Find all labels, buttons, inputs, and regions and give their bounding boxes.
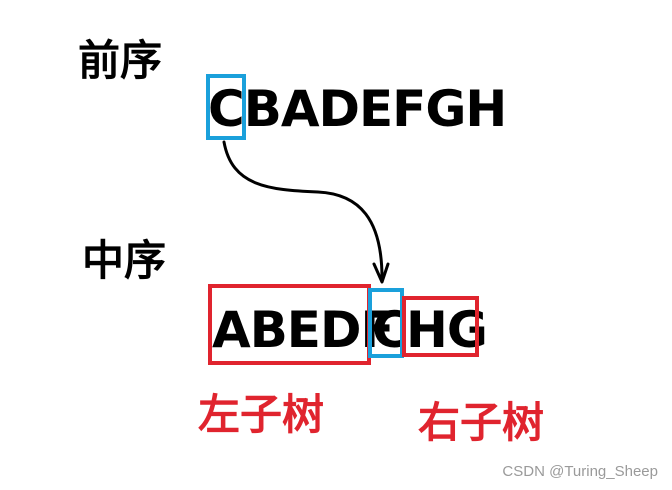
right-subtree-label: 右子树 — [418, 398, 545, 447]
inorder-label: 中序 — [82, 236, 167, 285]
left-subtree-label: 左子树 — [198, 390, 325, 439]
preorder-root-char: C — [208, 80, 245, 138]
inorder-left-subtree-chars: ABEDF — [212, 301, 395, 359]
preorder-label: 前序 — [78, 36, 163, 85]
inorder-root-highlight-box — [368, 288, 404, 358]
right-subtree-highlight-box — [402, 296, 479, 357]
preorder-rest-chars: BADEFGH — [243, 80, 508, 138]
inorder-right-subtree-chars: HG — [406, 301, 488, 359]
watermark: CSDN @Turing_Sheep — [502, 463, 658, 480]
preorder-root-highlight-box — [206, 74, 246, 140]
arrow-curve — [222, 140, 384, 280]
preorder-sequence: CBADEFGH — [208, 84, 507, 134]
left-subtree-highlight-box — [208, 284, 371, 365]
arrow-head — [372, 262, 390, 284]
